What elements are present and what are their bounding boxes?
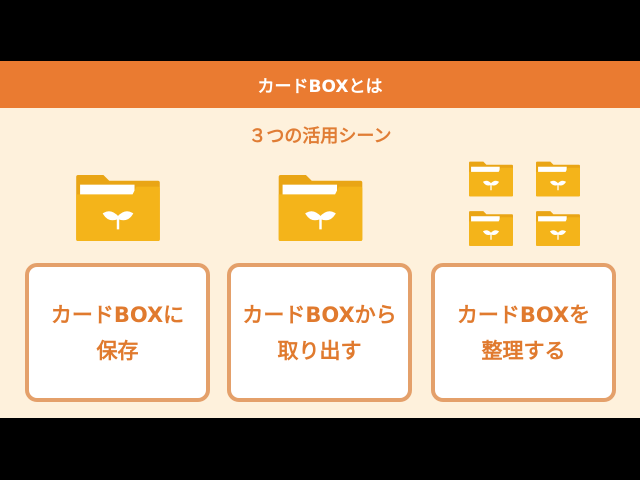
small-folder-icon (468, 160, 514, 198)
folder-sprout-icon (74, 173, 162, 243)
card-line2: 取り出す (277, 338, 362, 363)
card-line2: 整理する (481, 338, 566, 363)
card-line1: カードBOXに (50, 302, 185, 327)
header-bar: カードBOXとは (0, 61, 640, 108)
folder-sprout-icon (276, 173, 365, 243)
card-organize[interactable]: カードBOXを整理する (431, 263, 616, 402)
small-folder-icon (535, 210, 581, 247)
small-folder-icon (468, 210, 514, 247)
card-line2: 保存 (96, 338, 139, 363)
subtitle: ３つの活用シーン (248, 126, 392, 147)
header-title: カードBOXとは (257, 77, 383, 97)
card-line1: カードBOXから (242, 302, 397, 327)
card-save[interactable]: カードBOXに保存 (25, 263, 210, 402)
card-retrieve[interactable]: カードBOXから取り出す (227, 263, 412, 402)
card-line1: カードBOXを (456, 302, 591, 327)
small-folder-icon (535, 160, 581, 198)
